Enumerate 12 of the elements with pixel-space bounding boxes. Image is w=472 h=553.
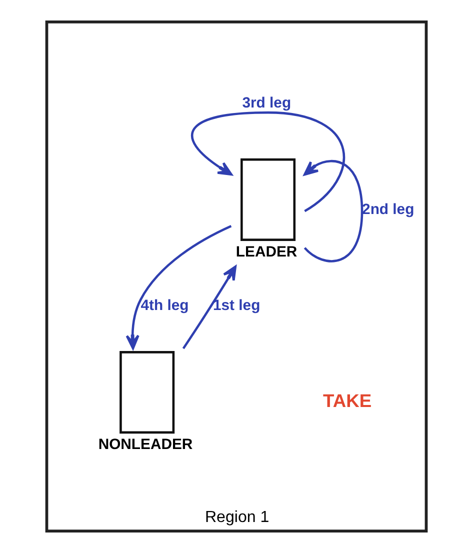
edge-label: 2nd leg: [362, 202, 414, 218]
node-box: [240, 158, 296, 241]
label: TAKE: [322, 390, 372, 411]
arrow: [182, 266, 236, 350]
edge-label: 1st leg: [212, 298, 260, 314]
node-label: LEADER: [235, 244, 297, 260]
edge-label: 3rd leg: [242, 95, 291, 112]
arrow: [303, 160, 363, 262]
arrow: [125, 225, 232, 350]
node-box: [119, 351, 174, 434]
node-label: NONLEADER: [98, 436, 192, 453]
edge-label: 4th leg: [140, 298, 188, 314]
